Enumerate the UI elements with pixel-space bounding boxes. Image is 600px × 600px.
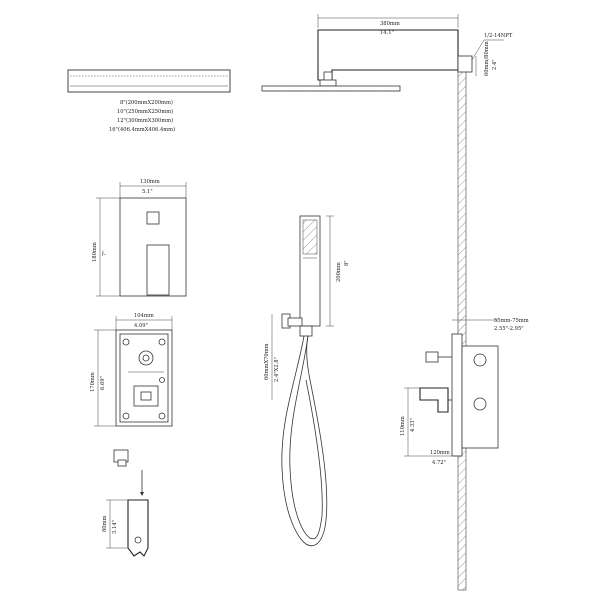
spout-height-mm: 110mm (400, 416, 406, 436)
handheld-shower: 200mm 8" 60mmX70mm 2.4"X2.8" (264, 215, 350, 400)
rain-head-mounted (261, 71, 401, 92)
handheld-length-mm: 200mm (336, 262, 342, 282)
wall (457, 59, 467, 591)
trim-height-in: 7" (102, 250, 108, 256)
spout-height-in: 4.33" (410, 418, 416, 432)
valve-width-in: 4.09" (134, 323, 148, 329)
valve-side-view: 55mm-75mm 2.55"-2.95" 110mm 4.33" 120mm … (400, 318, 529, 466)
rain-head-size-list: 8"(200mmX200mm) 10"(250mmX250mm) 12"(300… (109, 99, 175, 133)
valve-width-mm: 104mm (134, 313, 154, 319)
trim-height-mm: 180mm (92, 242, 98, 262)
trim-plate: 130mm 5.1" 180mm 7" (92, 179, 187, 297)
arm-drop-mm: 60mm/80mm (484, 41, 490, 76)
size-12: 12"(300mmX300mm) (117, 117, 173, 124)
size-10: 10"(250mmX250mm) (117, 108, 173, 115)
wall-depth-in: 2.55"-2.95" (494, 326, 524, 332)
wall-depth-mm: 55mm-75mm (494, 318, 529, 324)
hose (281, 335, 328, 546)
arm-thread: 1/2-14NPT (484, 33, 513, 39)
holder-detail: 80mm 3.14" (102, 449, 149, 557)
handheld-length-in: 8" (344, 260, 350, 266)
arm-length-mm: 380mm (380, 21, 400, 27)
holder-height-mm: 80mm (102, 515, 108, 532)
valve-height-mm: 170mm (90, 372, 96, 392)
size-8: 8"(200mmX200mm) (120, 99, 173, 106)
arm-length-in: 14.1" (380, 30, 394, 36)
holder-height-in: 3.14" (112, 520, 118, 534)
rain-head-side-view (67, 69, 231, 93)
trim-width-in: 5.1" (142, 189, 153, 195)
size-16: 16"(406.4mmX406.4mm) (109, 126, 175, 133)
spout-width-in: 4.72" (432, 460, 446, 466)
shower-arm: 380mm 14.1" 1/2-14NPT 60mm/80mm 2.4" (317, 14, 513, 81)
hose-conn-mm: 60mmX70mm (264, 343, 270, 380)
spout-width-mm: 120mm (430, 450, 450, 456)
valve-body: 104mm 4.09" 170mm 6.69" (90, 313, 173, 427)
hose-conn-in: 2.4"X2.8" (274, 357, 280, 382)
valve-height-in: 6.69" (100, 376, 106, 390)
trim-width-mm: 130mm (140, 179, 160, 185)
arm-drop-in: 2.4" (492, 59, 498, 70)
